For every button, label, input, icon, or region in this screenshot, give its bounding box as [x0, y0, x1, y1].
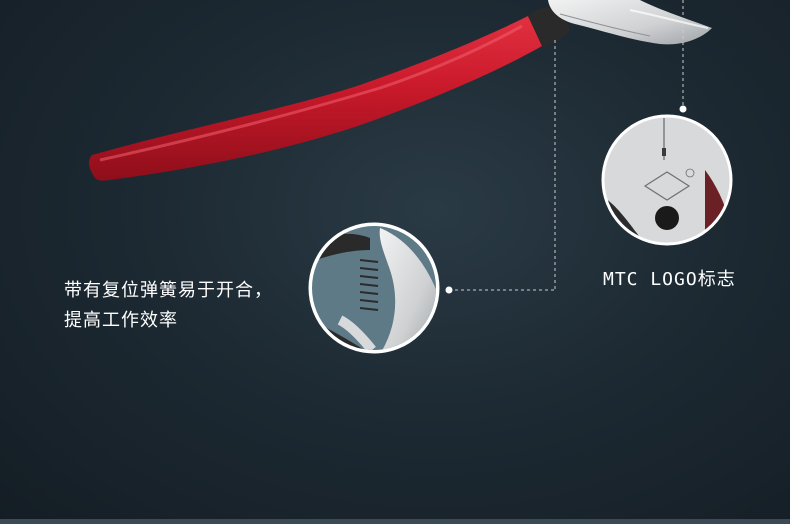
leader-lines [449, 0, 684, 291]
leader-dot-logo [679, 105, 687, 113]
pliers-head [548, 0, 712, 45]
spring-closeup [308, 222, 440, 354]
leader-dot-spring [445, 286, 453, 294]
spring-caption-line1: 带有复位弹簧易于开合， [64, 280, 273, 301]
bottom-divider [0, 519, 790, 524]
logo-caption: MTC LOGO标志 [603, 269, 736, 290]
red-handle [88, 16, 542, 181]
spring-caption-line2: 提高工作效率 [64, 310, 178, 331]
spring-caption: 带有复位弹簧易于开合， 提高工作效率 [64, 276, 324, 336]
logo-closeup [601, 114, 733, 246]
